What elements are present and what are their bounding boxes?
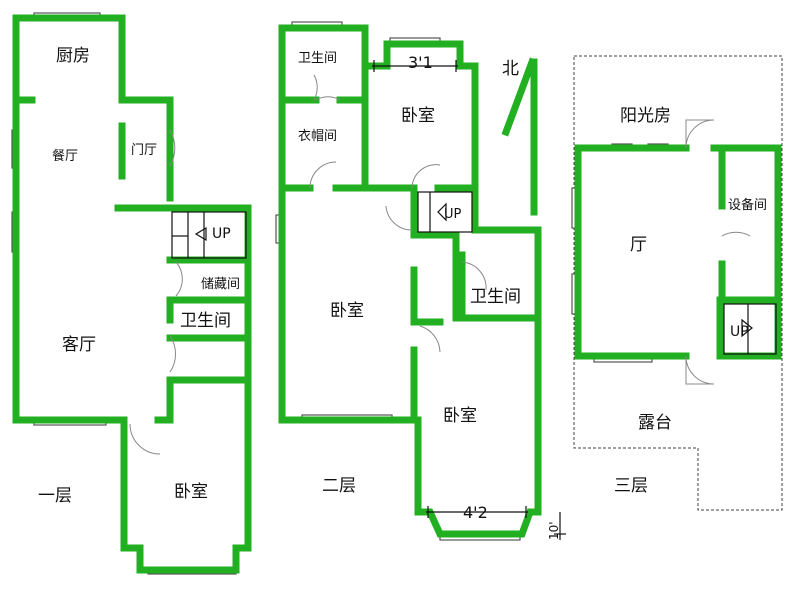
stair-arrow-icon bbox=[741, 318, 753, 338]
stair-arrow-icon bbox=[437, 202, 447, 222]
stair bbox=[417, 191, 473, 233]
room-label-sunroom: 阳光房 bbox=[620, 106, 671, 126]
stair-up-label: UP bbox=[730, 324, 749, 340]
exterior-wall bbox=[12, 14, 252, 574]
interior-wall bbox=[278, 62, 542, 424]
floor-level-label: 三层 bbox=[614, 476, 648, 496]
dimension-top: 3'1 bbox=[408, 53, 433, 72]
room-label-cloakroom: 衣帽间 bbox=[298, 128, 337, 144]
room-label-bath: 卫生间 bbox=[470, 287, 521, 307]
dimension-bottom: 4'2 bbox=[463, 503, 488, 522]
interior-wall bbox=[716, 144, 782, 360]
terrace-boundary bbox=[573, 55, 783, 511]
door-swing bbox=[175, 261, 183, 297]
door-swing bbox=[411, 164, 441, 189]
stair bbox=[171, 211, 247, 259]
room-label-living: 客厅 bbox=[62, 335, 96, 355]
room-label-bath: 卫生间 bbox=[180, 311, 231, 331]
room-label-hall: 厅 bbox=[630, 235, 647, 255]
room-label-bedroom-north: 卧室 bbox=[401, 106, 435, 126]
dimension-side: 10' bbox=[547, 521, 561, 540]
stair-up-label: UP bbox=[444, 207, 462, 222]
north-arrow-icon bbox=[501, 57, 537, 137]
room-label-bedroom-west: 卧室 bbox=[330, 301, 364, 321]
room-label-terrace: 露台 bbox=[638, 413, 672, 433]
door-swing bbox=[721, 231, 751, 237]
door-swing bbox=[685, 119, 715, 149]
stair-up-label: UP bbox=[212, 226, 231, 242]
room-label-equipment: 设备间 bbox=[728, 197, 767, 213]
room-label-foyer: 门厅 bbox=[131, 143, 157, 158]
room-label-bedroom: 卧室 bbox=[174, 482, 208, 502]
door-swing bbox=[419, 325, 441, 353]
stair bbox=[723, 303, 777, 355]
room-label-bedroom-south: 卧室 bbox=[443, 406, 477, 426]
door-swing bbox=[685, 355, 715, 385]
door-swing bbox=[309, 161, 337, 189]
interior-wall bbox=[12, 96, 252, 342]
floor-1-plan: 厨房 餐厅 门厅 UP 储藏间 卫生间 客厅 卧室 一层 bbox=[11, 12, 252, 575]
exterior-wall bbox=[278, 24, 542, 538]
door-swing bbox=[385, 205, 413, 231]
door-swing bbox=[315, 96, 341, 101]
stair-arrow-icon bbox=[194, 226, 207, 242]
door-swing bbox=[461, 261, 487, 291]
door-swing bbox=[169, 129, 176, 167]
exterior-wall bbox=[574, 144, 782, 360]
floor-2-plan: 卫生间 3'1 北 卧室 衣帽间 UP 卫生间 卧室 卧室 4'2 10' 二层 bbox=[275, 21, 566, 541]
door-swing bbox=[129, 423, 161, 455]
floor-3-plan: 阳光房 设备间 厅 UP 露台 三层 bbox=[571, 55, 783, 511]
door-swing bbox=[313, 74, 318, 101]
room-label-bath-small: 卫生间 bbox=[298, 51, 337, 66]
door-swing bbox=[169, 335, 176, 373]
floor-level-label: 二层 bbox=[322, 476, 356, 496]
room-label-storage: 储藏间 bbox=[201, 277, 240, 292]
room-label-kitchen: 厨房 bbox=[56, 46, 90, 66]
floor-level-label: 一层 bbox=[38, 486, 72, 506]
room-label-dining: 餐厅 bbox=[52, 148, 78, 164]
north-label: 北 bbox=[502, 59, 519, 79]
exterior-wall bbox=[114, 204, 252, 424]
